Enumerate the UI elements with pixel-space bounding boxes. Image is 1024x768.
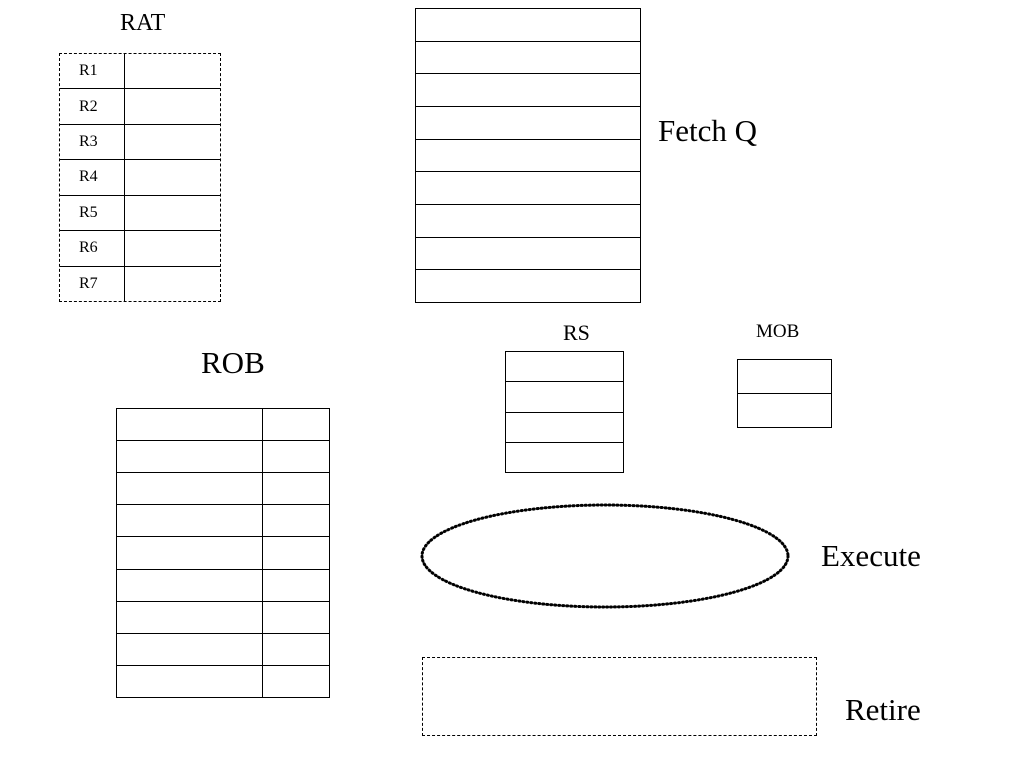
rat-register-value [125, 231, 220, 265]
rat-register-label: R7 [60, 266, 125, 301]
rob-entry-cell [263, 666, 329, 697]
rat-row: R4 [60, 159, 220, 195]
rs-entry [506, 411, 623, 442]
mob-entry [738, 393, 831, 427]
rob-entry-cell [117, 409, 263, 441]
fetch-queue-entry [416, 171, 640, 204]
rat-register-value [125, 125, 220, 159]
execute-label: Execute [821, 538, 921, 573]
rat-row: R5 [60, 194, 220, 231]
mob-label: MOB [756, 321, 800, 342]
rat-register-label: R4 [60, 160, 125, 195]
rob-entry [117, 632, 329, 665]
rob-entry-cell [117, 473, 263, 505]
rat-title: RAT [120, 10, 166, 36]
rat-register-value [125, 267, 220, 301]
rob-entry-cell [117, 441, 263, 473]
rs-label: RS [563, 320, 590, 345]
retire-label: Retire [845, 692, 921, 727]
fetch-queue-entry [416, 106, 640, 139]
rat-row: R1 [60, 54, 220, 89]
rob-entry [117, 472, 329, 505]
rat-register-value [125, 196, 220, 230]
rob-entry-cell [263, 634, 329, 665]
mob-table [737, 359, 832, 428]
rob-entry-cell [117, 569, 263, 601]
rat-register-value [125, 89, 220, 123]
rob-entry-cell [117, 537, 263, 569]
rob-entry [117, 409, 329, 441]
rob-table [116, 408, 330, 698]
rob-entry-cell [263, 505, 329, 536]
rob-entry [117, 568, 329, 601]
rob-entry-cell [263, 570, 329, 601]
rat-register-label: R6 [60, 231, 125, 266]
rob-entry-cell [117, 601, 263, 633]
rs-entry [506, 441, 623, 472]
rob-entry [117, 504, 329, 537]
rat-register-label: R3 [60, 124, 125, 160]
rat-row: R3 [60, 123, 220, 160]
rob-entry-cell [117, 665, 263, 697]
rob-entry [117, 440, 329, 473]
rob-entry-cell [117, 633, 263, 665]
rob-entry-cell [117, 505, 263, 537]
rob-entry-cell [263, 409, 329, 440]
rat-row: R2 [60, 88, 220, 124]
fetch-queue-entry [416, 73, 640, 106]
rob-title: ROB [201, 345, 265, 380]
rat-row: R7 [60, 265, 220, 301]
rat-register-value [125, 160, 220, 194]
rs-entry [506, 352, 623, 381]
fetch-queue-entry [416, 269, 640, 302]
rat-register-label: R2 [60, 89, 125, 124]
mob-entry [738, 360, 831, 393]
rs-table [505, 351, 624, 473]
rs-entry [506, 381, 623, 411]
rat-register-value [125, 54, 220, 88]
rob-entry-cell [263, 602, 329, 633]
fetch-queue-entry [416, 236, 640, 270]
rat-register-label: R5 [60, 195, 125, 231]
fetch-queue-label: Fetch Q [658, 113, 758, 148]
fetch-queue-entry [416, 40, 640, 74]
rob-entry-cell [263, 537, 329, 568]
fetch-queue-entry [416, 138, 640, 172]
rob-entry [117, 536, 329, 569]
retire-box [422, 657, 817, 736]
rob-entry-cell [263, 473, 329, 504]
rob-entry [117, 664, 329, 697]
rat-row: R6 [60, 230, 220, 266]
fetch-queue-entry [416, 9, 640, 41]
fetch-queue-table [415, 8, 641, 303]
rob-entry [117, 600, 329, 633]
rat-register-label: R1 [60, 54, 125, 89]
fetch-queue-entry [416, 204, 640, 237]
execute-ellipse [420, 503, 790, 609]
rob-entry-cell [263, 441, 329, 472]
